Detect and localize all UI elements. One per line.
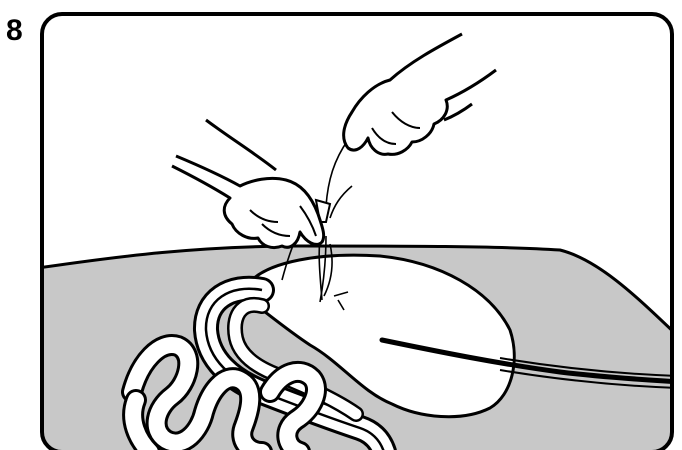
procedure-illustration bbox=[0, 0, 682, 450]
